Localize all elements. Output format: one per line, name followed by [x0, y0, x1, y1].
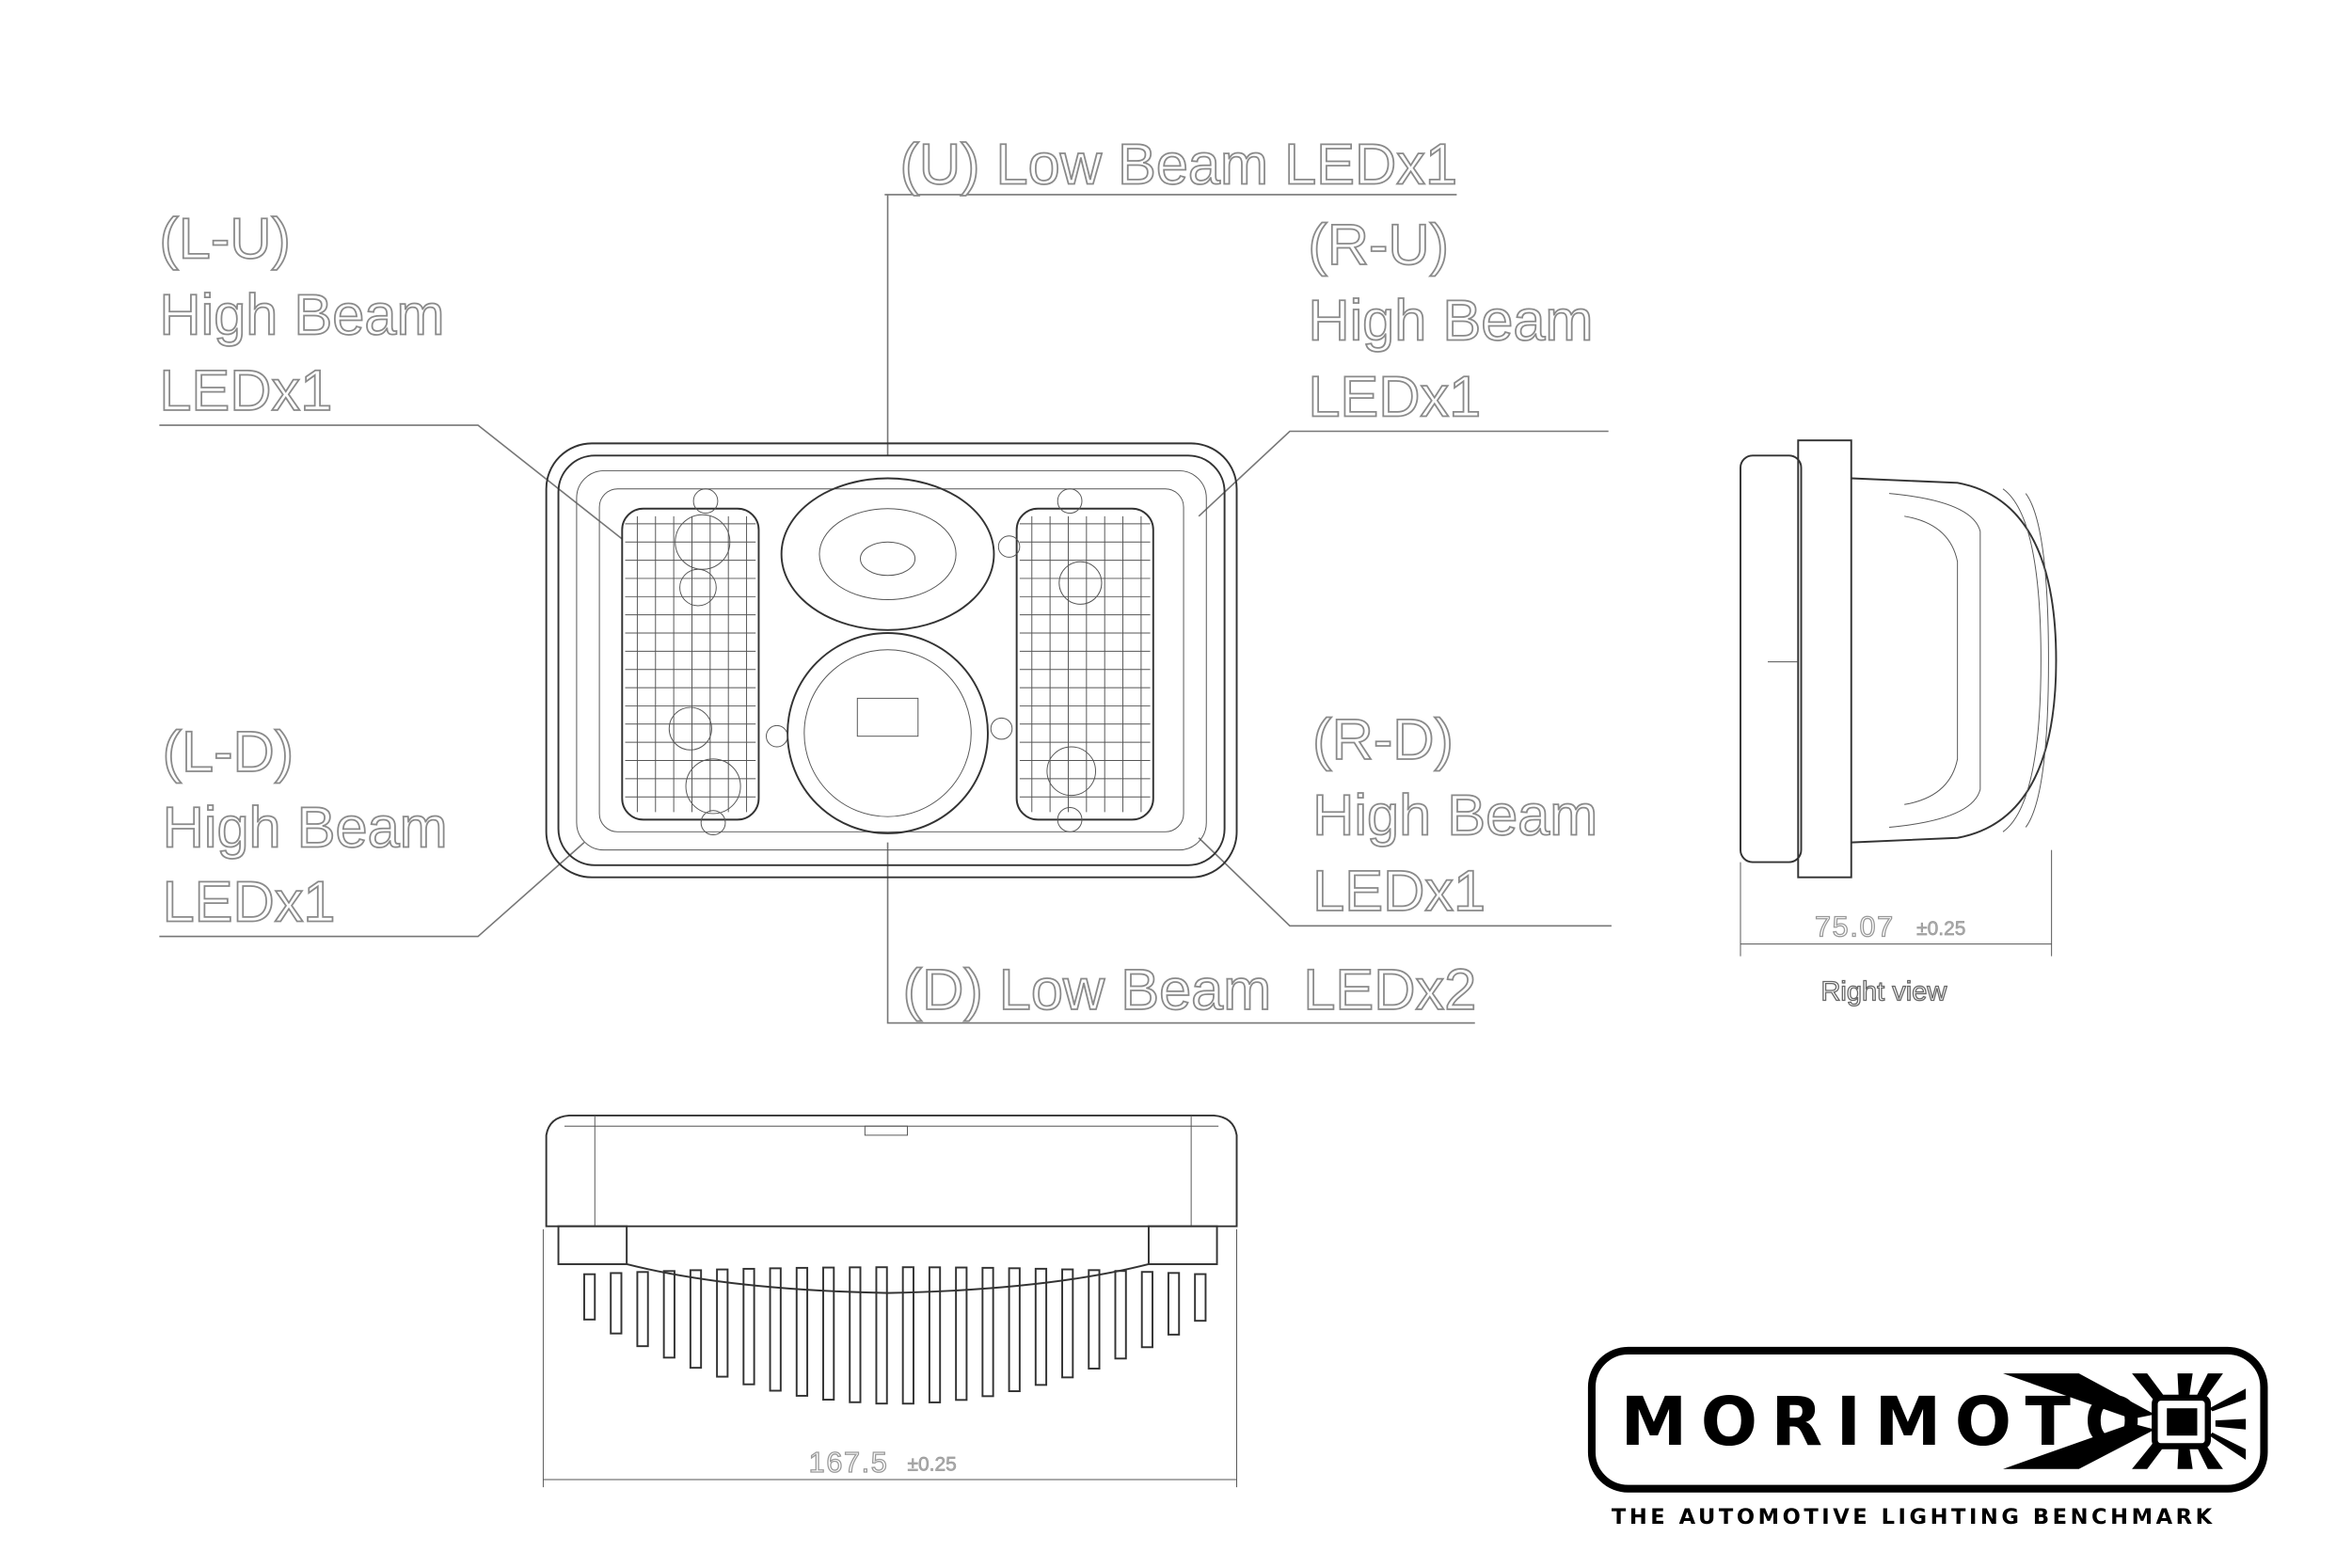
front-view — [545, 442, 1238, 879]
heatsink-fin — [742, 1267, 755, 1386]
heatsink-fin — [955, 1266, 968, 1402]
right-view-label: Right view — [1820, 976, 1947, 1006]
right-view — [1740, 439, 2058, 957]
heatsink-fin — [636, 1271, 649, 1348]
heatsink-fin — [1061, 1268, 1074, 1379]
label-ld-count: LEDx1 — [163, 869, 336, 933]
bottom-view — [542, 1114, 1238, 1488]
label-u-low-beam: (U) Low Beam LEDx1 — [899, 133, 1457, 197]
heatsink-fin — [822, 1266, 835, 1401]
logo-tagline: THE AUTOMOTIVE LIGHTING BENCHMARK — [1612, 1505, 2216, 1529]
heatsink-fin — [1194, 1273, 1207, 1323]
heatsink-fin — [795, 1266, 809, 1397]
heatsink-fin — [689, 1269, 703, 1370]
heatsink-fin — [1088, 1269, 1101, 1370]
depth-dimension-tolerance: ±0.25 — [1916, 918, 1965, 940]
heatsink-fin — [769, 1267, 782, 1392]
heatsink-fin — [1008, 1267, 1021, 1392]
heatsink-fin — [849, 1266, 862, 1403]
label-lu-type: High Beam — [159, 282, 444, 346]
heatsink-fin — [1114, 1270, 1127, 1360]
logo-brand: MORIMOTO — [1621, 1383, 2155, 1461]
label-d-low-beam: (D) Low Beam LEDx2 — [903, 958, 1477, 1022]
label-ru-count: LEDx1 — [1308, 364, 1481, 428]
heatsink-fin — [662, 1270, 675, 1359]
heatsink-fin — [1167, 1272, 1181, 1336]
heatsink-fin — [716, 1268, 729, 1378]
heatsink-fin — [1034, 1267, 1048, 1386]
heatsink-fin — [1140, 1271, 1153, 1349]
label-lu-position: (L-U) — [159, 207, 291, 271]
heatsink-fin — [583, 1273, 596, 1321]
heatsink-fin — [901, 1266, 914, 1405]
heatsink-fin — [981, 1266, 994, 1398]
label-lu-count: LEDx1 — [159, 358, 332, 422]
depth-dimension-value: 75.07 — [1815, 911, 1895, 943]
width-dimension-tolerance: ±0.25 — [908, 1453, 957, 1475]
label-ld-position: (L-D) — [163, 720, 294, 784]
label-ru-type: High Beam — [1308, 289, 1593, 353]
label-ld-type: High Beam — [163, 795, 448, 859]
heatsink-fin — [928, 1266, 942, 1403]
label-rd-type: High Beam — [1312, 784, 1597, 847]
morimoto-logo: MORIMOTO THE AUTOMOTIVE LIGHTING BENCHMA… — [1587, 1346, 2268, 1529]
width-dimension-value: 167.5 — [809, 1447, 889, 1479]
leader-lines — [159, 194, 1612, 1024]
sunburst-icon — [2003, 1373, 2247, 1469]
label-rd-position: (R-D) — [1312, 707, 1454, 771]
label-ru-position: (R-U) — [1308, 213, 1449, 277]
label-rd-count: LEDx1 — [1312, 859, 1486, 923]
heatsink-fin — [610, 1272, 623, 1335]
heatsink-fin — [875, 1266, 888, 1405]
